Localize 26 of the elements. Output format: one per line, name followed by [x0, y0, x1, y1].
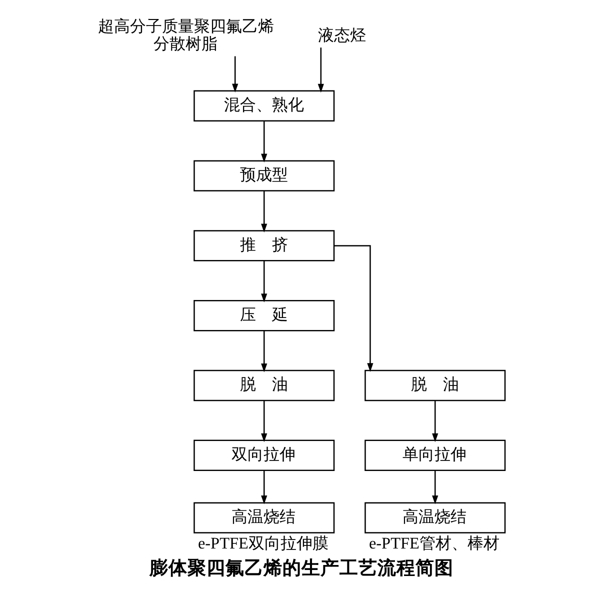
arrow — [432, 400, 438, 442]
node-box: 脱 油 — [364, 370, 506, 402]
node-text: 液态烃 — [318, 26, 366, 44]
node-box: 脱 油 — [194, 370, 335, 402]
arrow — [261, 470, 268, 504]
node-box: 压 延 — [194, 300, 335, 332]
arrow — [432, 470, 438, 504]
node-box: 高温烧结 — [364, 502, 506, 534]
node-box: 预成型 — [194, 160, 335, 192]
arrow — [261, 190, 268, 232]
arrow — [318, 48, 324, 93]
node-text: 超高分子质量聚四氟乙烯分散树脂 — [98, 18, 274, 53]
arrow — [232, 56, 238, 93]
node-label: e-PTFE双向拉伸膜 — [198, 534, 328, 552]
node-box: 高温烧结 — [194, 502, 335, 534]
arrow — [261, 260, 268, 302]
caption: 膨体聚四氟乙烯的生产工艺流程简图 — [150, 558, 454, 579]
node-box: 单向拉伸 — [364, 440, 506, 471]
node-box: 双向拉伸 — [194, 440, 335, 471]
node-box: 混合、熟化 — [194, 90, 335, 122]
node-label: e-PTFE管材、棒材 — [368, 534, 500, 552]
arrow — [261, 121, 268, 163]
arrow — [261, 330, 268, 372]
arrow — [261, 400, 268, 442]
node-box: 推 挤 — [194, 230, 335, 262]
arrow — [334, 245, 374, 372]
